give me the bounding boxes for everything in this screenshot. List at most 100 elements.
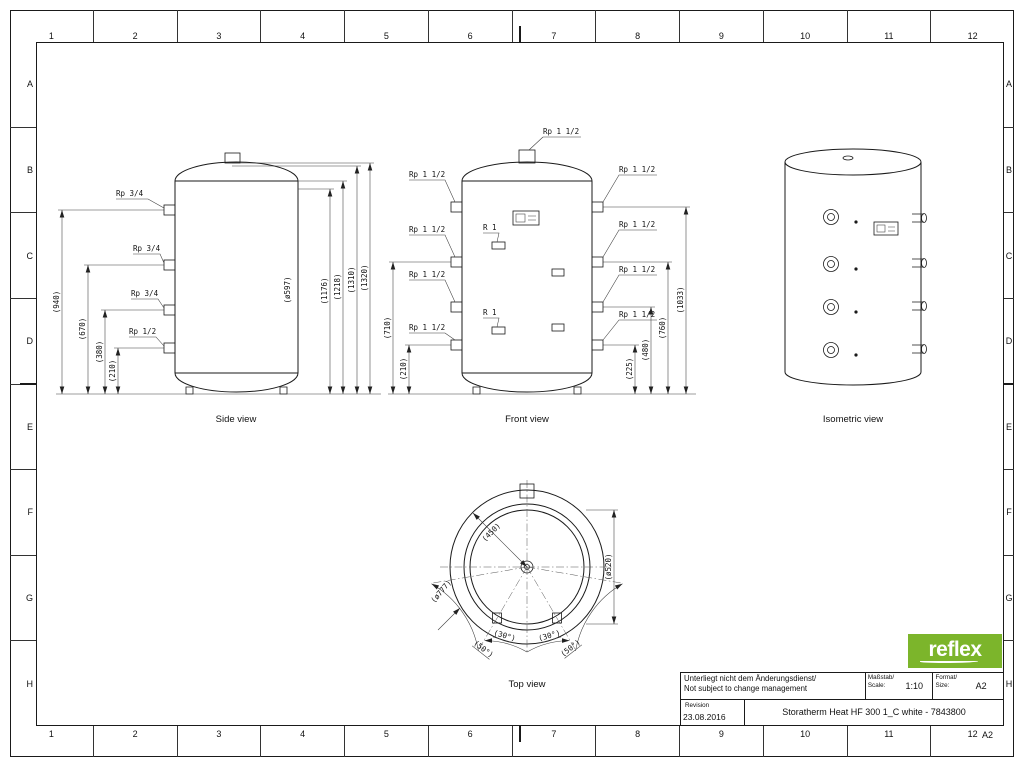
grid-col-label: 10 — [764, 726, 848, 757]
change-note-line2: Not subject to change management — [684, 684, 808, 694]
revision-cell: Revision 23.08.2016 — [681, 699, 745, 725]
front-port-stub — [450, 256, 463, 268]
port-label: Rp 1 1/2 — [619, 220, 655, 229]
iso-tank-body — [784, 162, 922, 386]
dim-label: (940) — [52, 291, 61, 314]
grid-row-label: D — [1004, 299, 1014, 385]
grid-col-label: 11 — [848, 10, 932, 42]
front-port-stub — [591, 339, 604, 351]
grid-row-label: G — [10, 556, 36, 642]
side-port-leaders — [116, 198, 165, 347]
front-port-stub — [591, 201, 604, 213]
reflex-logo: reflex — [908, 634, 1002, 668]
view-title: Front view — [505, 414, 549, 425]
revision-date: 23.08.2016 — [683, 712, 726, 723]
sensor-well-stub — [551, 323, 565, 332]
port-label: Rp 1 1/2 — [409, 323, 445, 332]
sensor-well-stub — [551, 268, 565, 277]
front-port-stub — [450, 339, 463, 351]
dim-label: (1320) — [360, 264, 369, 291]
drawing-title: Storatherm Heat HF 300 1_C white - 78438… — [782, 707, 966, 718]
iso-side-ports — [912, 213, 927, 354]
front-port-stub — [591, 301, 604, 313]
grid-ref-left: A B C D E F G H — [10, 42, 36, 726]
port-label: Rp 1 1/2 — [409, 270, 445, 279]
center-mark-top — [519, 26, 521, 42]
format-label-en: Size: — [935, 681, 950, 689]
side-view: Rp 3/4 Rp 3/4 Rp 3/4 Rp 1/2 (940) (670) … — [52, 152, 381, 425]
dim-line — [472, 512, 528, 568]
dim-label: (380) — [95, 341, 104, 364]
top-port-stub — [492, 612, 502, 624]
dim-label: (ø777) — [429, 578, 453, 605]
center-mark-bottom — [519, 726, 521, 742]
dim-label: (1218) — [333, 273, 342, 300]
dim-label: (225) — [625, 358, 634, 381]
revision-label: Revision — [685, 701, 710, 709]
dim-label: (480) — [641, 339, 650, 362]
grid-row-label: F — [1004, 470, 1014, 556]
nameplate — [512, 210, 540, 226]
format-cell: Format/ Size: A2 — [933, 673, 1003, 699]
svg-text:(50°): (50°) — [472, 639, 495, 660]
scale-cell: Maßstab/ Scale: 1:10 — [866, 673, 934, 699]
grid-row-label: E — [10, 385, 36, 471]
front-tank-outline — [461, 161, 593, 393]
dim-label: (1310) — [347, 266, 356, 293]
grid-col-label: 11 — [848, 726, 932, 757]
grid-col-label: 9 — [680, 10, 764, 42]
grid-col-label: 3 — [178, 10, 262, 42]
isometric-view: Isometric view — [784, 148, 927, 425]
side-tank-feet — [185, 386, 288, 395]
grid-col-label: 2 — [94, 726, 178, 757]
side-top-port — [224, 152, 241, 164]
grid-row-label: A — [1004, 42, 1014, 128]
dim-label: (210) — [108, 360, 117, 383]
technical-drawing: Rp 3/4 Rp 3/4 Rp 3/4 Rp 1/2 (940) (670) … — [52, 127, 927, 690]
top-view: (450) (ø777) (ø520) (30°) (30°) (50°) (5… — [429, 480, 623, 690]
dim-label: (1176) — [320, 277, 329, 304]
grid-row-label: B — [10, 128, 36, 214]
grid-col-label: 5 — [345, 726, 429, 757]
front-port-stub — [450, 301, 463, 313]
side-tank-outline — [174, 161, 299, 393]
sheet-inner-frame — [36, 42, 1004, 726]
grid-row-label: C — [10, 213, 36, 299]
format-corner-mark: A2 — [982, 730, 994, 740]
grid-ref-top: 1 2 3 4 5 6 7 8 9 10 11 12 — [10, 10, 1014, 42]
grid-col-label: 10 — [764, 10, 848, 42]
view-title: Isometric view — [823, 414, 883, 425]
dim-label: (710) — [383, 317, 392, 340]
grid-row-label: B — [1004, 128, 1014, 214]
grid-ref-bottom: 1 2 3 4 5 6 7 8 9 10 11 12 — [10, 726, 1014, 757]
port-label: Rp 1 1/2 — [619, 265, 655, 274]
change-note: Unterliegt nicht dem Änderungsdienst/ No… — [681, 673, 866, 699]
front-top-port — [518, 149, 536, 164]
grid-row-label: F — [10, 470, 36, 556]
grid-row-label: D — [10, 299, 36, 385]
angle-label: (50°) — [472, 639, 495, 660]
top-port-stub — [519, 483, 535, 499]
dim-label: (210) — [399, 358, 408, 381]
grid-col-label: 12 — [967, 31, 978, 41]
port-label: Rp 1 1/2 — [619, 165, 655, 174]
side-port-stub — [163, 342, 176, 354]
sensor-well-stub — [491, 326, 506, 335]
port-label: Rp 1 1/2 — [543, 127, 579, 136]
front-view: Rp 1 1/2 Rp 1 1/2 Rp 1 1/2 Rp 1 1/2 Rp 1… — [383, 127, 696, 425]
front-port-stub — [450, 201, 463, 213]
port-label: Rp 3/4 — [133, 244, 161, 253]
grid-row-label: H — [26, 678, 34, 689]
port-label: Rp 1 1/2 — [409, 225, 445, 234]
port-label: Rp 1 1/2 — [619, 310, 655, 319]
scale-label-de: Maßstab/ — [867, 674, 895, 681]
dim-label: (760) — [658, 317, 667, 340]
side-port-stub — [163, 304, 176, 316]
grid-col-label: 6 — [429, 10, 513, 42]
grid-col-label: 2 — [94, 10, 178, 42]
side-port-stub — [163, 259, 176, 271]
iso-vent-port — [842, 155, 854, 161]
grid-col-label: 1 — [10, 726, 94, 757]
center-mark-right — [1004, 383, 1014, 385]
angle-arc — [484, 638, 528, 653]
